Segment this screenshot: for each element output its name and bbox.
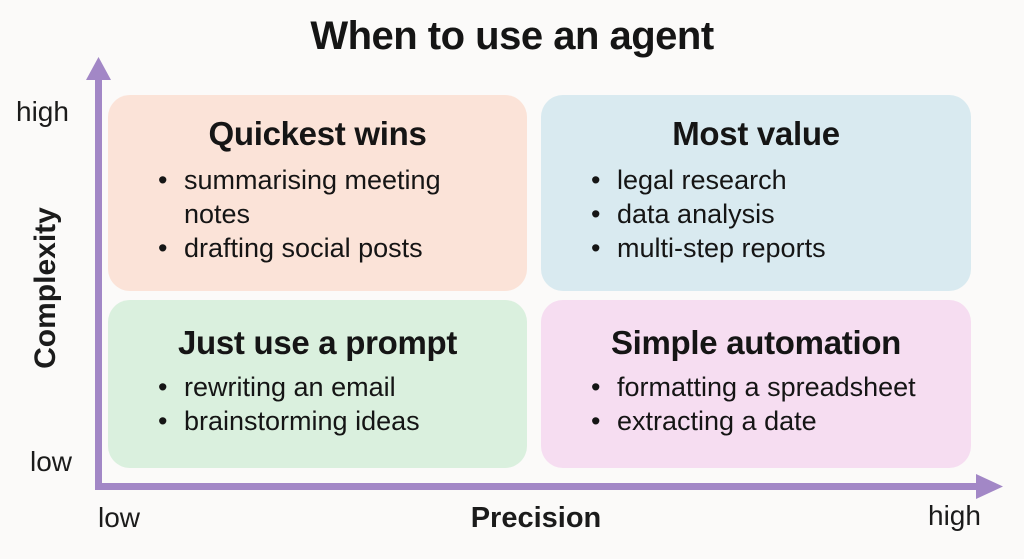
- x-axis-arrowhead-icon: [976, 474, 1003, 499]
- list-item: summarising meeting notes: [156, 163, 456, 231]
- x-axis-high-label: high: [928, 500, 981, 531]
- quadrant-title: Just use a prompt: [177, 324, 458, 361]
- x-axis-title: Precision: [470, 502, 602, 534]
- quadrant-title: Quickest wins: [208, 115, 427, 152]
- quadrant-simple-automation: Simple automation formatting a spreadshe…: [541, 300, 971, 468]
- list-item: drafting social posts: [156, 231, 527, 265]
- list-item: rewriting an email: [156, 370, 527, 404]
- quadrant-title: Simple automation: [610, 324, 902, 361]
- quadrant-item-list: summarising meeting notes drafting socia…: [156, 163, 527, 265]
- quadrant-most-value: Most value legal research data analysis …: [541, 95, 971, 291]
- y-axis-low-label: low: [30, 446, 73, 477]
- list-item: multi-step reports: [589, 231, 971, 265]
- list-item: extracting a date: [589, 404, 971, 438]
- list-item: formatting a spreadsheet: [589, 370, 971, 404]
- quadrant-title: Most value: [672, 115, 840, 152]
- list-item: brainstorming ideas: [156, 404, 527, 438]
- page-title: When to use an agent: [310, 14, 714, 58]
- x-axis-low-label: low: [98, 502, 141, 533]
- quadrant-quickest-wins: Quickest wins summarising meeting notes …: [108, 95, 527, 291]
- quadrant-item-list: rewriting an email brainstorming ideas: [156, 370, 527, 438]
- quadrant-item-list: legal research data analysis multi-step …: [589, 163, 971, 265]
- y-axis-title: Complexity: [29, 207, 62, 369]
- list-item: data analysis: [589, 197, 971, 231]
- y-axis-high-label: high: [16, 96, 69, 127]
- list-item: legal research: [589, 163, 971, 197]
- y-axis-arrowhead-icon: [86, 57, 111, 80]
- quadrant-item-list: formatting a spreadsheet extracting a da…: [589, 370, 971, 438]
- quadrant-just-use-a-prompt: Just use a prompt rewriting an email bra…: [108, 300, 527, 468]
